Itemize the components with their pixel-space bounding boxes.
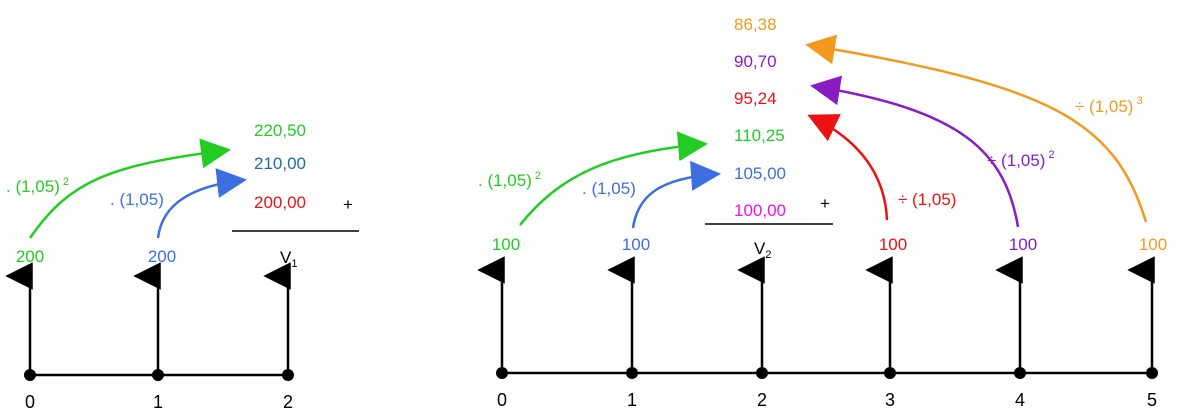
left-result-label: V1 <box>280 248 297 270</box>
right-green-curve <box>519 131 708 226</box>
left-plus-sign: + <box>343 195 353 214</box>
right-red-factor: ÷ (1,05) <box>898 190 956 209</box>
left-dot-0 <box>24 369 36 381</box>
left-payment-0: 200 <box>16 247 44 266</box>
left-value-0: 220,50 <box>254 121 306 140</box>
right-blue-factor: . (1,05) <box>582 179 636 198</box>
right-value-95-24: 95,24 <box>734 89 777 108</box>
left-tick-label: 2 <box>283 392 293 412</box>
left-payment-1: 200 <box>148 247 176 266</box>
right-value-90-70: 90,70 <box>734 52 777 71</box>
left-blue-curve <box>156 168 247 239</box>
right-value-100-00: 100,00 <box>734 201 786 220</box>
right-blue-curve <box>631 160 721 229</box>
left-value-2: 200,00 <box>254 193 306 212</box>
right-tick-label: 2 <box>757 390 767 410</box>
right-dot-2 <box>756 367 768 379</box>
right-dot-4 <box>1014 367 1026 379</box>
left-dot-1 <box>152 369 164 381</box>
right-dot-0 <box>496 367 508 379</box>
right-purple-factor: ÷ (1,05)2 <box>987 149 1055 170</box>
right-dot-3 <box>884 367 896 379</box>
left-value-1: 210,00 <box>254 154 306 173</box>
left-tick-label: 0 <box>25 392 35 412</box>
left-tick-label: 1 <box>153 392 163 412</box>
right-plus-sign: + <box>820 194 830 213</box>
right-value-105-00: 105,00 <box>734 164 786 183</box>
right-result-label: V2 <box>754 239 771 261</box>
left-dot-2 <box>282 369 294 381</box>
right-orange-factor: ÷ (1,05)3 <box>1075 95 1143 116</box>
right-dot-5 <box>1146 367 1158 379</box>
left-green-factor: . (1,05)2 <box>6 176 69 196</box>
right-orange-curve <box>805 34 1148 223</box>
right-purple-curve <box>810 75 1020 228</box>
right-tick-label: 3 <box>885 390 895 410</box>
right-red-curve <box>807 114 889 221</box>
right-value-86-38: 86,38 <box>734 15 777 34</box>
right-value-110-25: 110,25 <box>734 126 785 145</box>
right-tick-label: 1 <box>627 390 637 410</box>
left-diagram: 0 1 2 200 200 . (1,05)2 . (1,05) 220,50 … <box>5 121 359 412</box>
right-tick-label: 0 <box>497 390 507 410</box>
right-payment-5: 100 <box>1139 235 1167 254</box>
right-payment-0: 100 <box>492 235 520 254</box>
right-tick-label: 5 <box>1147 390 1157 410</box>
right-payment-1: 100 <box>622 235 650 254</box>
right-payment-3: 100 <box>879 235 907 254</box>
right-diagram: 0 1 2 3 4 5 100 100 100 100 100 . (1,05)… <box>477 15 1167 410</box>
left-green-curve <box>28 138 231 239</box>
left-blue-factor: . (1,05) <box>110 190 164 209</box>
right-tick-label: 4 <box>1015 390 1025 410</box>
right-dot-1 <box>626 367 638 379</box>
right-green-factor: . (1,05)2 <box>478 170 541 190</box>
right-payment-4: 100 <box>1009 235 1037 254</box>
